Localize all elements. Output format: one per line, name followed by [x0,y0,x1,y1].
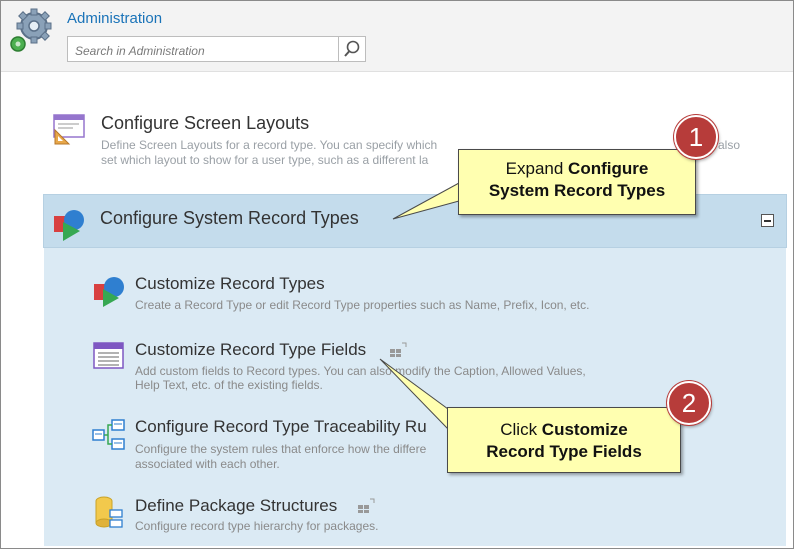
open-new-window-icon[interactable] [357,498,375,514]
callout-1-prefix: Expand [505,159,569,178]
table-fields-icon [93,342,124,369]
minus-icon[interactable] [761,214,774,227]
callout-1: Expand Configure System Record Types [458,149,696,215]
configure-screen-layouts-link[interactable]: Configure Screen Layouts [101,113,310,133]
callout-2-bold-line2: Record Type Fields [486,442,642,461]
configure-traceability-rules-desc-line1: Configure the system rules that enforce … [135,442,427,456]
package-structure-icon [95,496,123,528]
search-icon [344,40,360,57]
configure-traceability-rules-desc-line2: associated with each other. [135,457,280,471]
open-new-window-icon[interactable] [389,342,407,358]
configure-screen-layouts-desc-tail: also [718,138,741,152]
define-package-structures-link[interactable]: Define Package Structures [135,496,338,515]
gears-icon [10,8,52,52]
configure-screen-layouts-desc-line1: Define Screen Layouts for a record type.… [101,138,438,152]
configure-system-record-types-link[interactable]: Configure System Record Types [100,208,359,228]
traceability-icon [92,419,125,450]
callout-2: Click Customize Record Type Fields [447,407,681,473]
callout-2-bold-line1: Customize [541,420,628,439]
callout-2-prefix: Click [500,420,542,439]
customize-record-types-link[interactable]: Customize Record Types [135,274,325,293]
customize-record-type-fields-desc-line2: Help Text, etc. of the existing fields. [135,378,323,392]
customize-record-types-desc: Create a Record Type or edit Record Type… [135,298,590,312]
shapes-icon [54,210,84,241]
configure-screen-layouts-desc-line2: set which layout to show for a user type… [101,153,429,167]
step-badge-1: 1 [674,115,718,159]
layout-ruler-icon [53,114,85,145]
configure-traceability-rules-link[interactable]: Configure Record Type Traceability Ru [135,417,427,436]
define-package-structures-desc: Configure record type hierarchy for pack… [135,519,379,533]
search-button[interactable] [339,36,366,62]
system-record-types-body [44,248,786,546]
step-badge-2: 2 [667,381,711,425]
header-bar: Administration Search in Administration [1,1,793,72]
app-title[interactable]: Administration [67,10,163,27]
customize-record-type-fields-desc-line1: Add custom fields to Record types. You c… [135,364,586,378]
customize-record-type-fields-link[interactable]: Customize Record Type Fields [135,340,367,359]
callout-1-bold-line2: System Record Types [488,181,666,200]
callout-1-bold-line1: Configure [568,159,649,178]
shapes-icon [94,277,124,307]
search-input[interactable]: Search in Administration [67,36,339,62]
